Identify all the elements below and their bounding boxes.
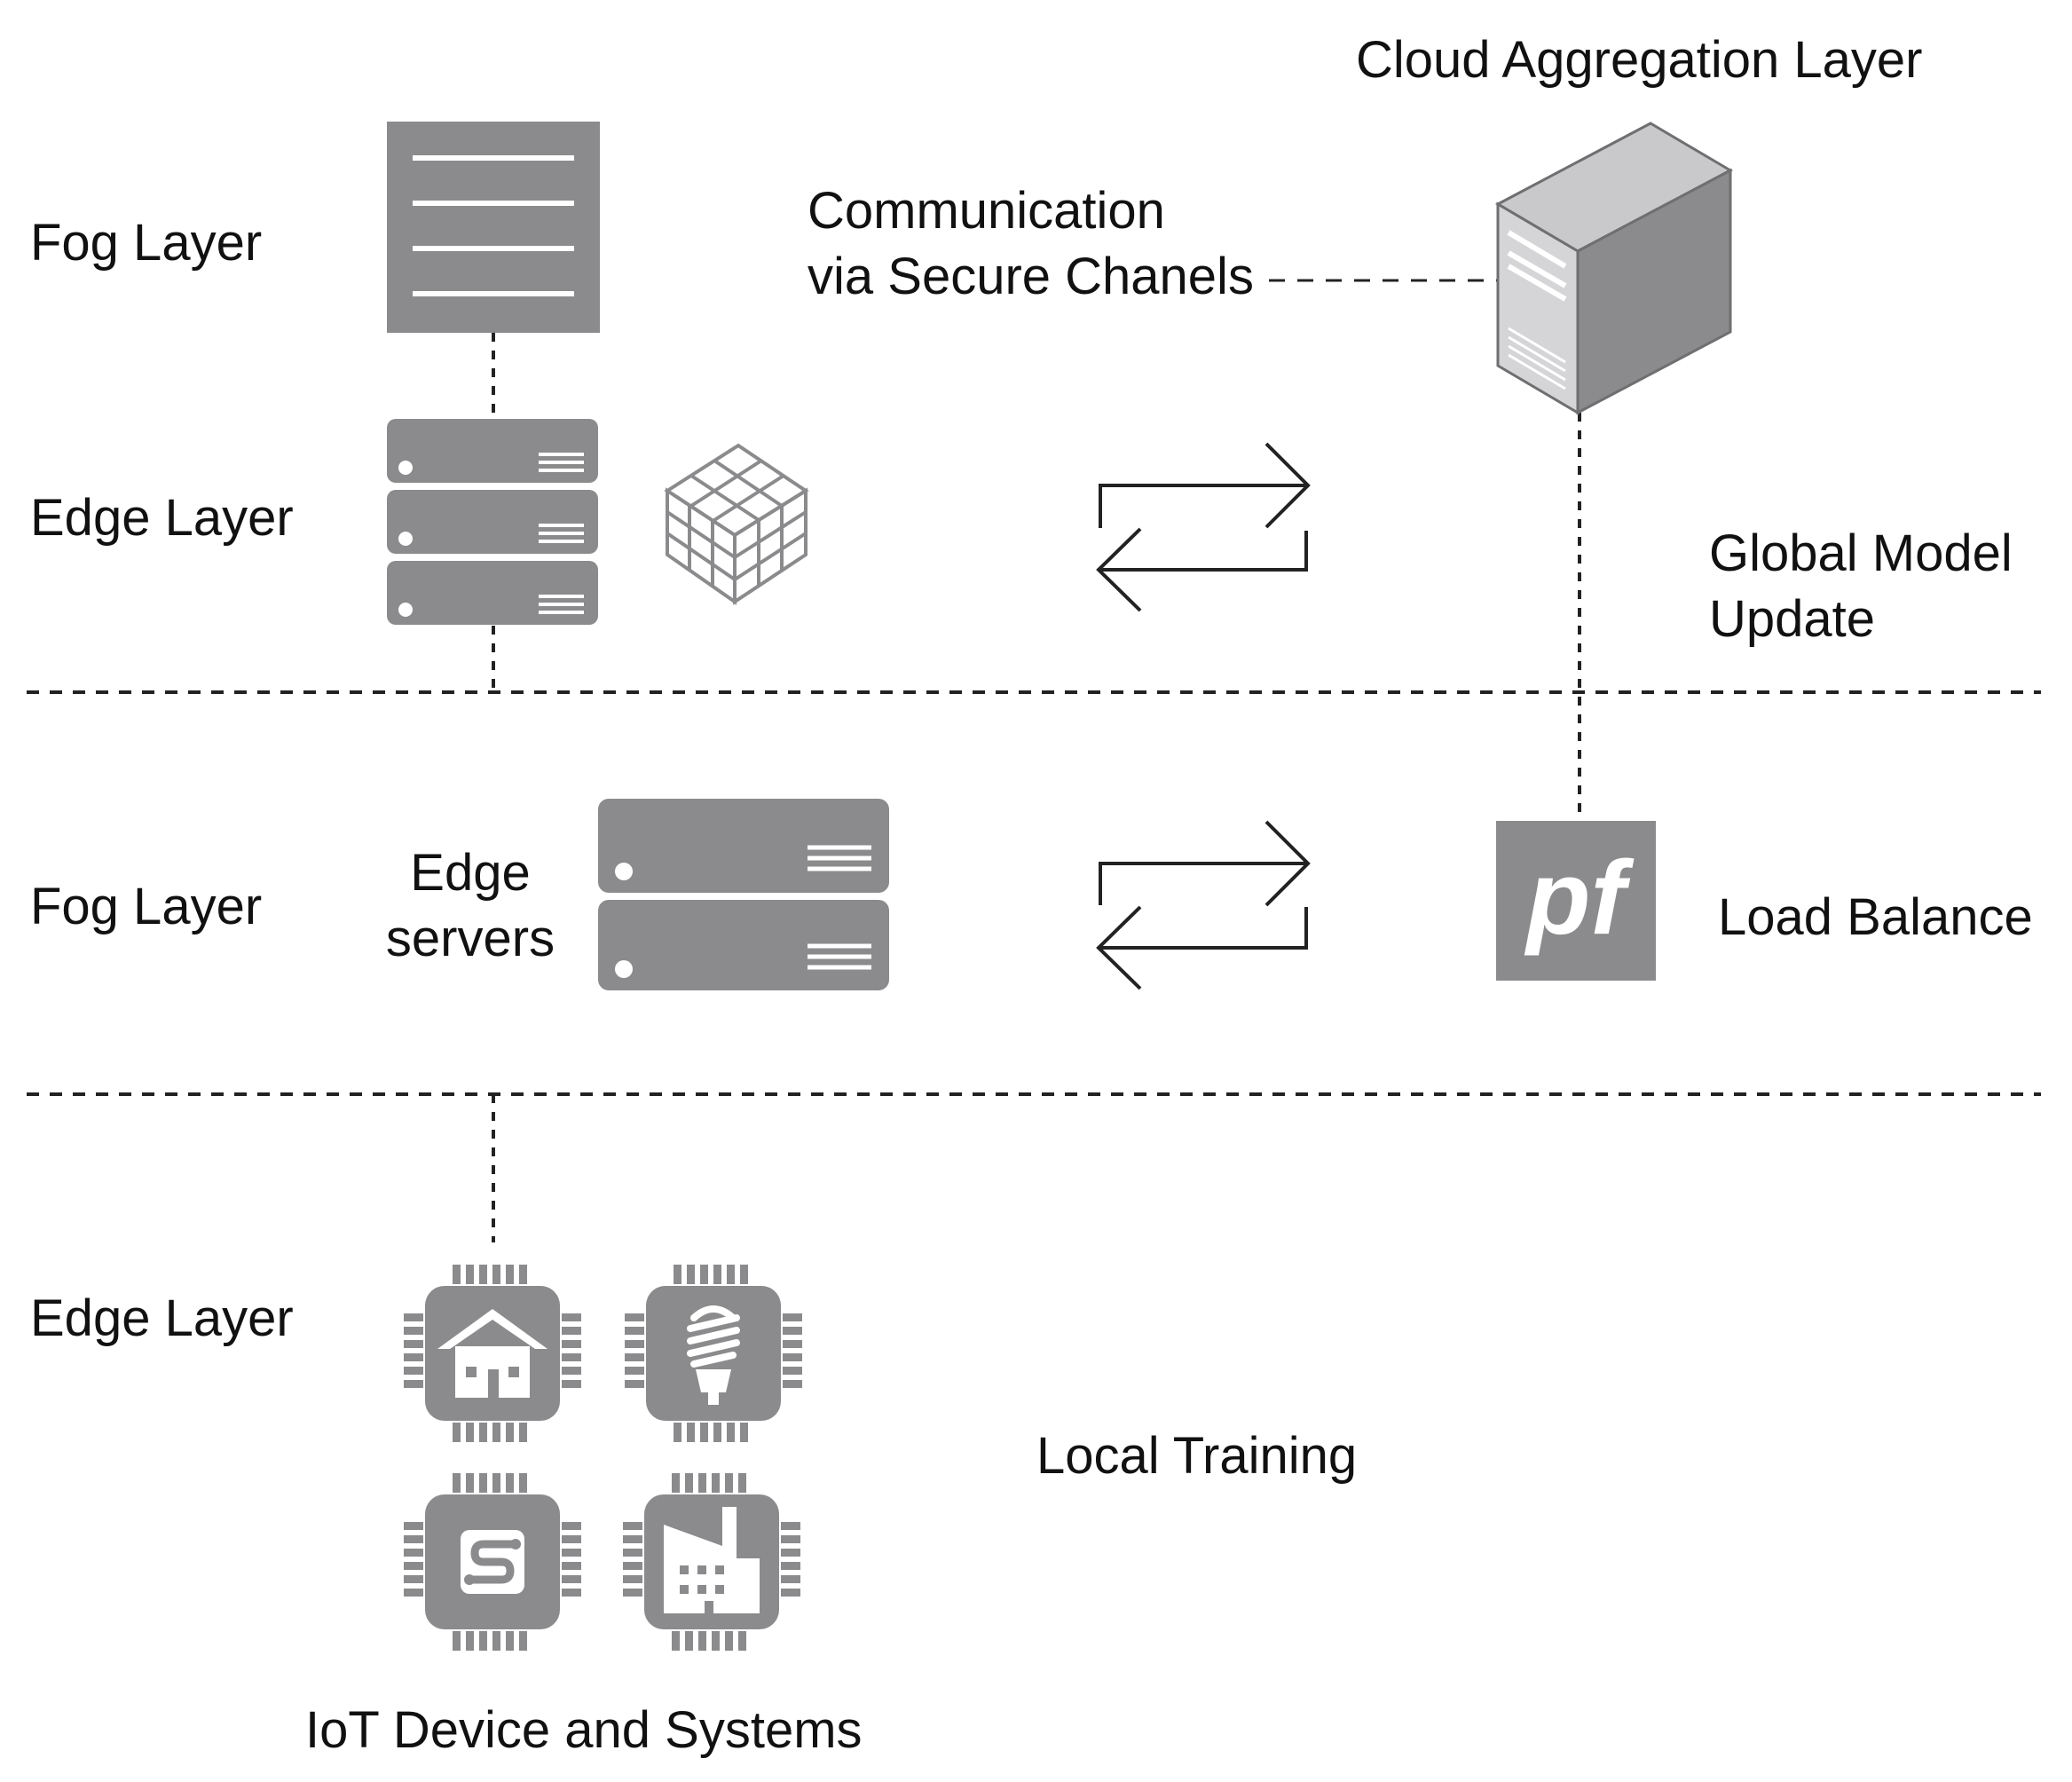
cloud-aggregation-layer-label: Cloud Aggregation Layer <box>1356 31 1923 89</box>
connector-lines <box>492 333 1581 1242</box>
smart-bulb-chip-icon <box>625 1265 802 1442</box>
cloud-server-icon <box>1494 122 1734 415</box>
global-model-update-label-line2: Update <box>1709 590 1876 648</box>
load-balance-label: Load Balance <box>1718 888 2033 946</box>
circuit-chip-icon <box>404 1473 581 1651</box>
factory-chip-icon <box>623 1473 800 1651</box>
fog-server-icon <box>387 122 600 333</box>
fog-layer-middle-label: Fog Layer <box>30 878 263 935</box>
communication-label-line2: via Secure Chanels <box>808 248 1254 305</box>
communication-label-line1: Communication <box>808 182 1165 240</box>
exchange-arrows-middle-icon <box>1096 820 1311 990</box>
exchange-arrows-top-icon <box>1096 442 1311 612</box>
smart-home-chip-icon <box>404 1265 581 1442</box>
load-balancer-logo-icon: pf <box>1496 821 1656 981</box>
edge-layer-bottom-label: Edge Layer <box>30 1289 294 1347</box>
edge-servers-icon <box>598 799 889 990</box>
edge-servers-label-line1: Edge <box>410 844 531 902</box>
edge-rack-icon <box>387 419 598 625</box>
fog-layer-top-label: Fog Layer <box>30 214 263 272</box>
edge-servers-label-line2: servers <box>385 910 555 967</box>
load-balancer-logo-text: pf <box>1524 840 1635 957</box>
model-cube-icon <box>664 443 809 605</box>
global-model-update-label-line1: Global Model <box>1709 524 2013 582</box>
iot-devices-label: IoT Device and Systems <box>305 1701 863 1759</box>
local-training-label: Local Training <box>1036 1427 1358 1485</box>
edge-layer-top-label: Edge Layer <box>30 489 294 547</box>
